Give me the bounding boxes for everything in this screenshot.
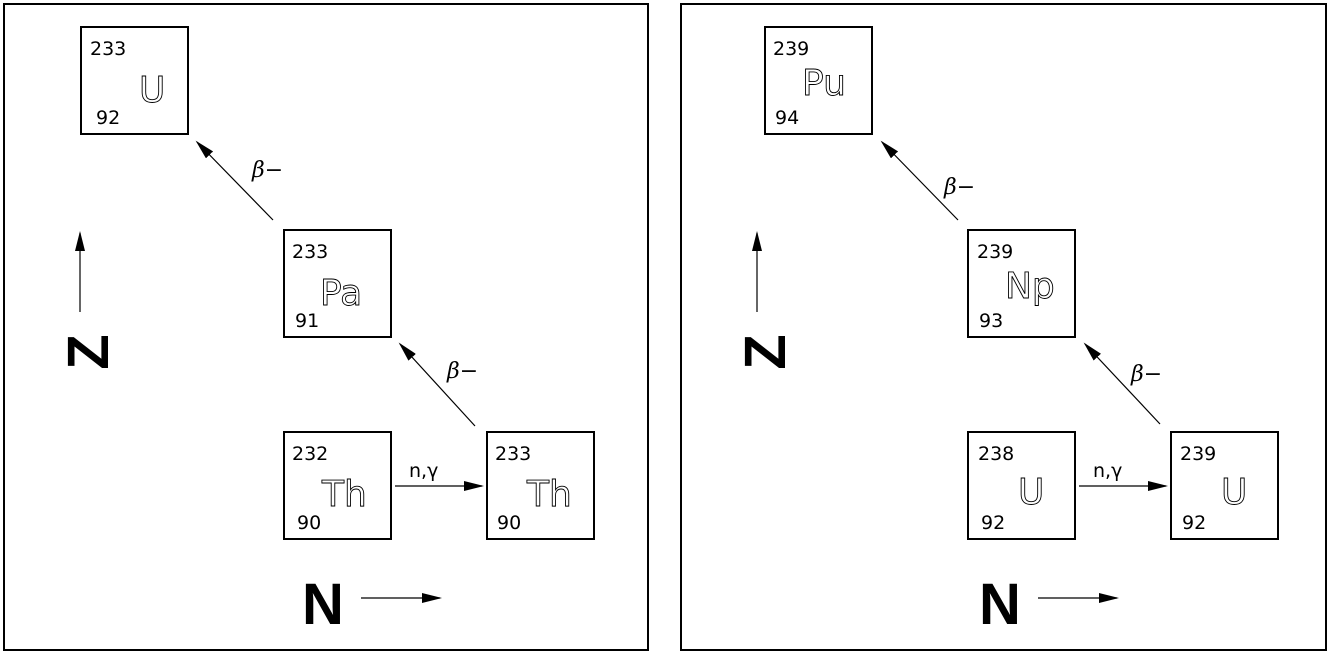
beta-label: β− <box>251 158 283 183</box>
element-symbol: Pa <box>320 273 362 314</box>
nuclide-box-u233: 233 U 92 <box>80 26 189 135</box>
n-axis-label: N <box>979 572 1021 637</box>
element-symbol: Pu <box>802 63 846 104</box>
mass-number: 239 <box>1180 443 1216 465</box>
beta-decay-arrow <box>1083 342 1161 425</box>
mass-number: 232 <box>292 443 328 465</box>
nuclide-box-np239: 239 Np 93 <box>967 229 1076 338</box>
atomic-number: 92 <box>981 512 1005 534</box>
nuclide-box-pu239: 239 Pu 94 <box>764 26 873 135</box>
atomic-number: 93 <box>979 310 1003 332</box>
atomic-number: 91 <box>295 310 319 332</box>
capture-label: n,γ <box>409 460 438 482</box>
mass-number: 239 <box>773 38 809 60</box>
n-axis-label: N <box>302 572 344 637</box>
capture-label: n,γ <box>1093 460 1122 482</box>
nuclide-box-u238: 238 U 92 <box>967 431 1076 540</box>
mass-number: 238 <box>978 443 1014 465</box>
z-axis-label: Z <box>733 334 798 369</box>
beta-label: β− <box>1130 362 1162 387</box>
nuclide-box-pa233: 233 Pa 91 <box>283 229 392 338</box>
element-symbol: U <box>1018 472 1044 513</box>
nuclide-box-u239: 239 U 92 <box>1170 431 1279 540</box>
beta-label: β− <box>943 175 975 200</box>
element-symbol: Np <box>1005 266 1055 307</box>
left-panel: 233 U 92 233 Pa 91 232 Th 90 233 Th 90 n… <box>3 3 649 651</box>
atomic-number: 94 <box>775 107 799 129</box>
mass-number: 233 <box>90 38 126 60</box>
beta-label: β− <box>446 359 478 384</box>
nuclide-box-th232: 232 Th 90 <box>283 431 392 540</box>
element-symbol: Th <box>526 474 572 515</box>
mass-number: 233 <box>495 443 531 465</box>
beta-decay-arrow <box>195 140 274 221</box>
right-panel-frame <box>680 3 1327 651</box>
nuclide-box-th233: 233 Th 90 <box>486 431 595 540</box>
left-panel-frame <box>3 3 649 651</box>
beta-decay-arrow <box>880 140 959 221</box>
atomic-number: 90 <box>297 512 321 534</box>
atomic-number: 92 <box>96 107 120 129</box>
element-symbol: U <box>139 70 165 111</box>
element-symbol: U <box>1221 472 1247 513</box>
mass-number: 233 <box>292 241 328 263</box>
right-panel: 239 Pu 94 239 Np 93 238 U 92 239 U 92 n,… <box>680 3 1327 651</box>
mass-number: 239 <box>977 241 1013 263</box>
beta-decay-arrow <box>398 342 476 427</box>
atomic-number: 92 <box>1182 512 1206 534</box>
atomic-number: 90 <box>497 512 521 534</box>
element-symbol: Th <box>321 474 367 515</box>
z-axis-label: Z <box>56 334 121 369</box>
